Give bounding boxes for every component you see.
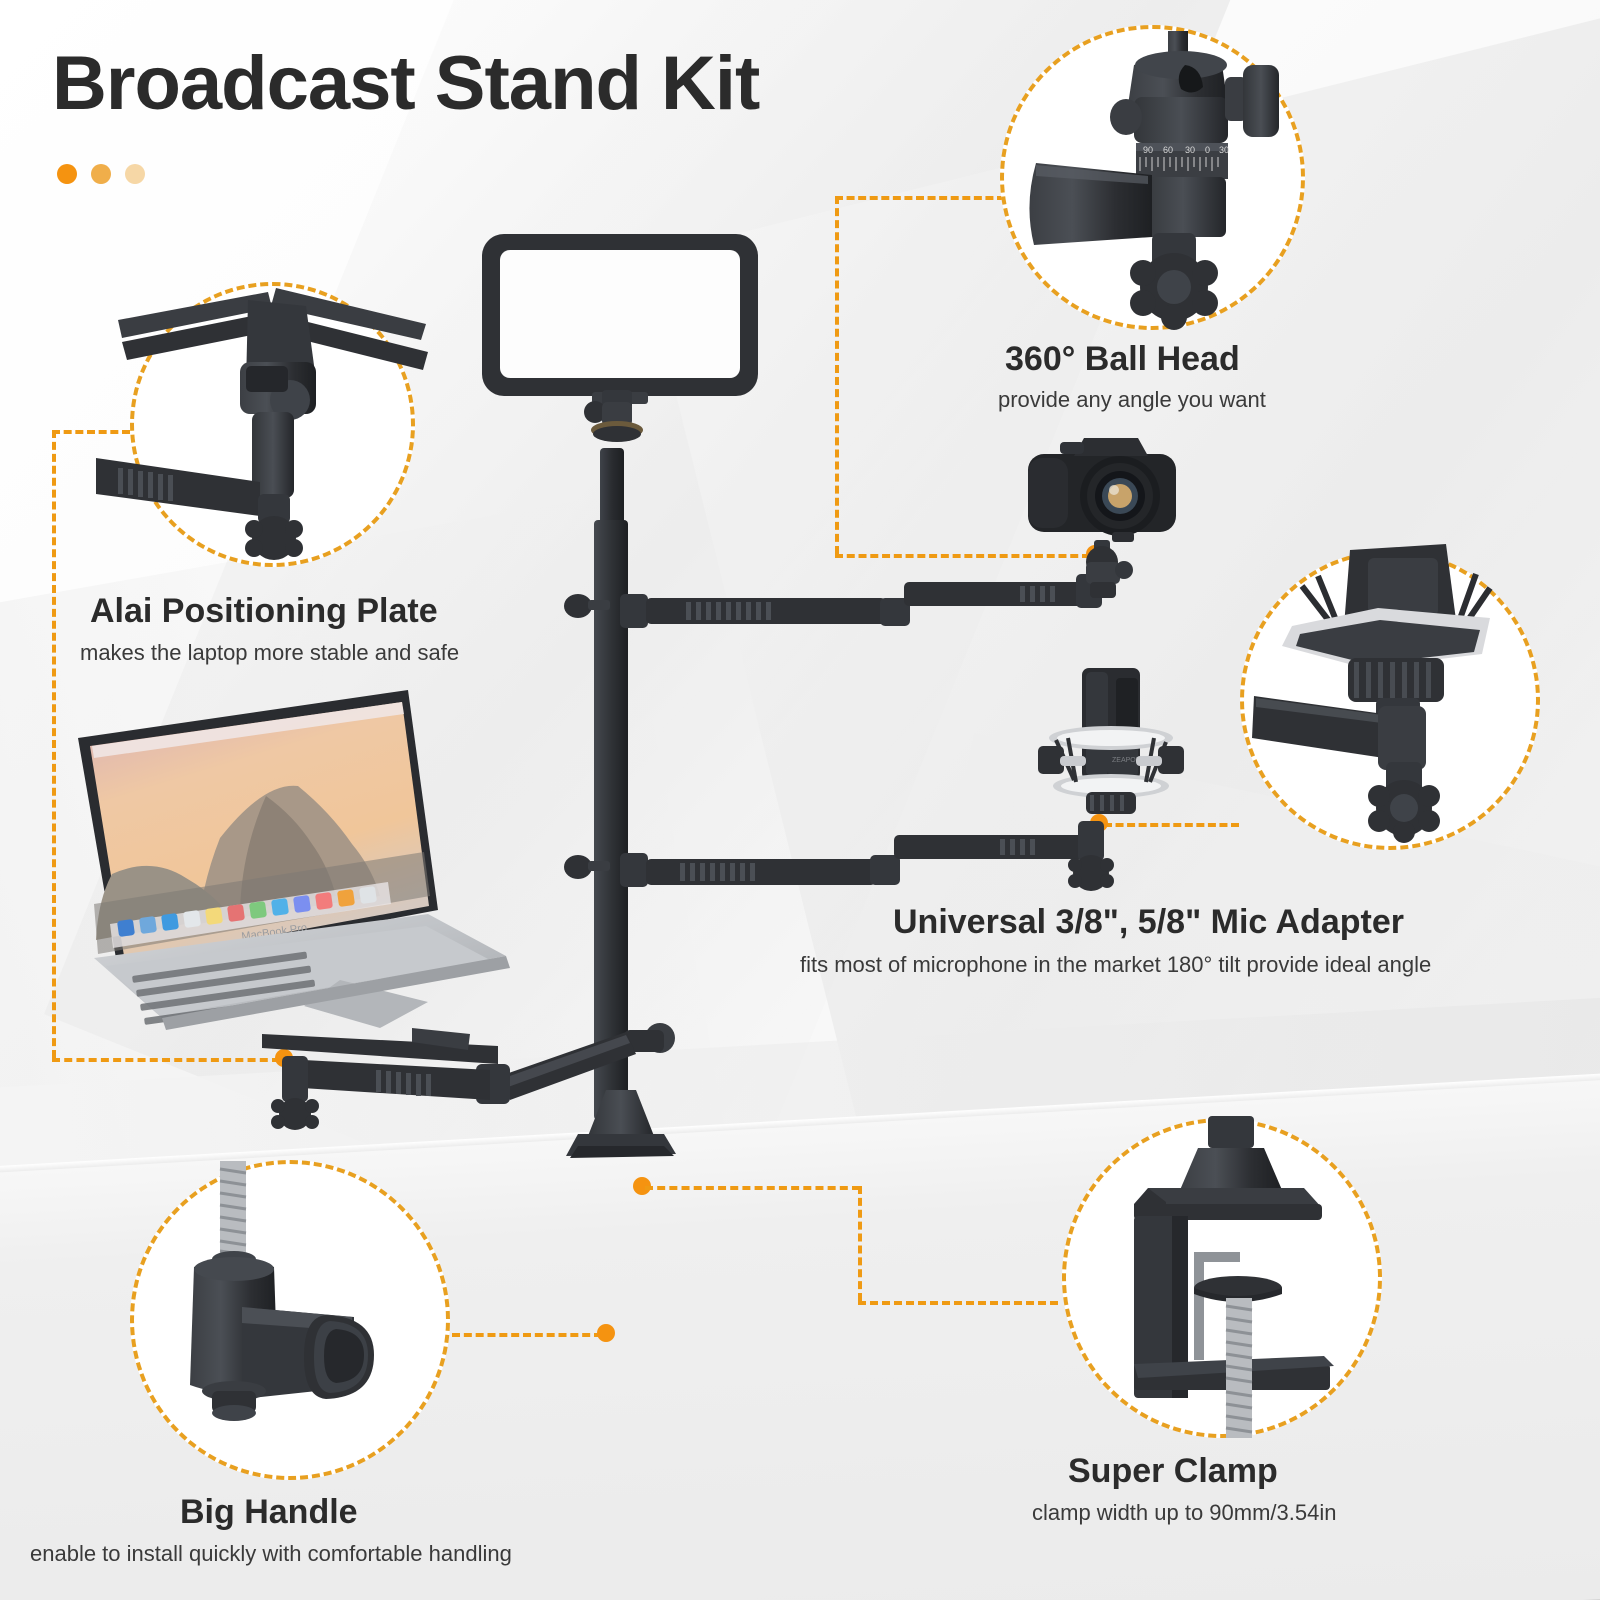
svg-text:30: 30	[1185, 145, 1195, 155]
svg-text:0: 0	[1205, 145, 1210, 155]
svg-text:30: 30	[1219, 145, 1229, 155]
connector-node-handle	[597, 1324, 615, 1342]
callout-title-mic-adapter: Universal 3/8", 5/8" Mic Adapter	[893, 903, 1404, 941]
connector-clamp-bottom	[858, 1301, 1058, 1305]
connector-ballhead-bottom	[835, 554, 1090, 558]
callout-title-alai: Alai Positioning Plate	[90, 592, 438, 630]
connector-micadapter	[1104, 823, 1239, 827]
camera-support-arm	[564, 574, 1102, 628]
dslr-camera	[1028, 438, 1176, 542]
accent-dot-3	[125, 164, 145, 184]
camera-mini-ball-head	[1086, 540, 1133, 598]
connector-clamp-top	[645, 1186, 860, 1190]
callout-title-super-clamp: Super Clamp	[1068, 1452, 1278, 1490]
mic-support-arm	[564, 821, 1114, 891]
ring-alai	[130, 282, 415, 567]
alai-positioning-plate-illustration	[96, 288, 428, 560]
ball-head-illustration: 90 60 30 0 30	[1029, 31, 1279, 330]
callout-title-big-handle: Big Handle	[180, 1493, 358, 1531]
mic-adapter-illustration	[1252, 544, 1493, 843]
condenser-microphone: ZEAPON	[1038, 668, 1184, 814]
stand-base	[566, 1090, 676, 1158]
connector-alai-bottom	[52, 1058, 280, 1062]
light-tilt-joint	[584, 390, 643, 442]
led-light-panel	[482, 234, 758, 404]
connector-ballhead-top	[835, 196, 1005, 200]
laptop-tray-arm	[262, 1023, 675, 1130]
connector-node-base	[633, 1177, 651, 1195]
callout-sub-mic-adapter: fits most of microphone in the market 18…	[800, 952, 1432, 977]
svg-text:90: 90	[1143, 145, 1153, 155]
callout-sub-ball-head: provide any angle you want	[998, 387, 1266, 412]
callout-sub-alai: makes the laptop more stable and safe	[80, 640, 460, 665]
super-clamp-illustration	[1134, 1116, 1334, 1438]
svg-text:60: 60	[1163, 145, 1173, 155]
callout-sub-big-handle: enable to install quickly with comfortab…	[30, 1541, 512, 1566]
connector-bighandle	[452, 1333, 602, 1337]
connector-clamp-vert	[858, 1186, 862, 1301]
macbook-laptop: MacBook Pro	[78, 690, 510, 1030]
connector-ballhead-vert	[835, 196, 839, 554]
mic-brand-label: ZEAPON	[1112, 757, 1141, 764]
accent-dot-2	[91, 164, 111, 184]
connector-alai-vert	[52, 430, 56, 1058]
ring-ballhead	[1000, 25, 1305, 330]
big-handle-illustration	[190, 1161, 374, 1421]
accent-dot-1	[57, 164, 77, 184]
page-title: Broadcast Stand Kit	[52, 41, 760, 126]
callout-title-ball-head: 360° Ball Head	[1005, 340, 1240, 378]
ring-bighandle	[130, 1160, 450, 1480]
accent-dots	[57, 164, 145, 184]
connector-alai-top	[52, 430, 130, 434]
callout-sub-super-clamp: clamp width up to 90mm/3.54in	[1032, 1500, 1337, 1525]
